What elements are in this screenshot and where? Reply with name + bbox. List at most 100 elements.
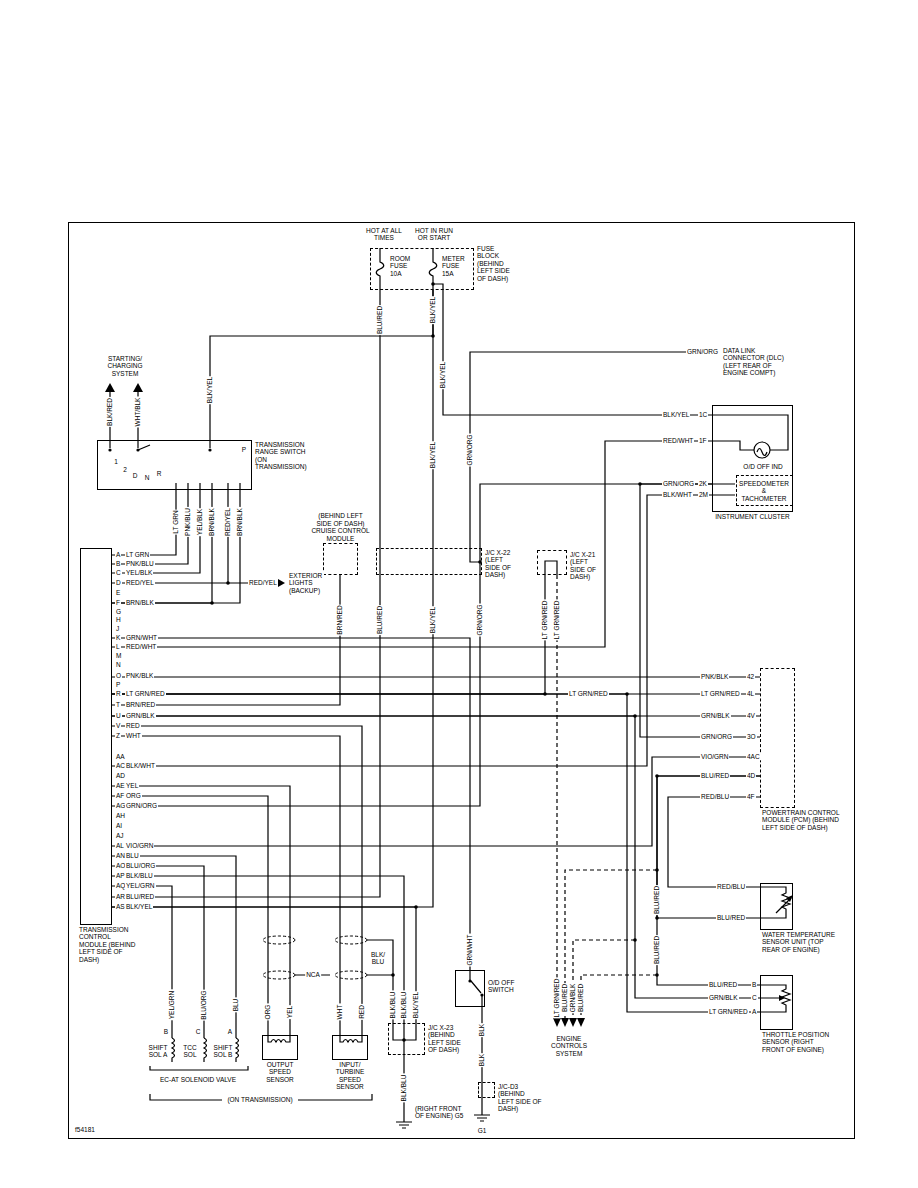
wire-label: GRN/BLK xyxy=(569,983,576,1014)
component-name: OUTPUT SPEED SENSOR xyxy=(256,1061,304,1083)
wire-label: Z xyxy=(115,732,121,739)
wire-color: GRN/ORG xyxy=(662,480,695,487)
wire-label: 1F xyxy=(698,437,708,444)
wire xyxy=(112,676,760,677)
wire-color: LT GRN xyxy=(172,509,179,534)
component-box: O/D OFF SWITCH xyxy=(455,970,485,1007)
component-box: J/C-D3 (BEHIND LEFT SIDE OF DASH) xyxy=(478,1082,495,1098)
wire xyxy=(112,575,340,705)
wire-color: BLK xyxy=(478,1023,485,1037)
wire-label: WHT/BLK xyxy=(134,397,141,428)
wire xyxy=(545,561,557,575)
component-box: OUTPUT SPEED SENSOR xyxy=(262,1035,298,1060)
page-frame xyxy=(69,223,855,1139)
component-name: J/C X-22 (LEFT SIDE OF DASH) xyxy=(484,549,520,579)
wire-label: A xyxy=(115,551,121,558)
wire-label: AL xyxy=(115,842,125,849)
wire-label: G xyxy=(115,608,122,615)
wire-label: G1 xyxy=(477,1127,488,1134)
wire-shield xyxy=(263,936,367,979)
wire xyxy=(112,441,712,647)
wire-label: BLK/WHT xyxy=(125,762,156,769)
wire-label: GRN/ORG xyxy=(686,348,719,355)
wire-label: BLK/YEL xyxy=(125,903,153,910)
wire-color: PNK/BLK xyxy=(700,673,729,680)
component-box: ROOM FUSE 10AMETER FUSE 15AFUSE BLOCK (B… xyxy=(370,248,474,290)
wire-color: BLK/YEL xyxy=(429,606,436,634)
wire-label: R xyxy=(156,470,163,477)
wire-label: 2M xyxy=(698,491,709,498)
component-name: ROOM FUSE 10A xyxy=(389,255,417,277)
wire-label: EC-AT SOLENOID VALVE xyxy=(159,1076,237,1083)
wire-label: AA xyxy=(115,753,126,760)
page-frame xyxy=(69,223,855,1139)
wire-color: RED xyxy=(358,1004,365,1020)
wire-label: A xyxy=(751,1008,757,1015)
arrowhead xyxy=(577,1018,585,1027)
wire-color: BLK/YEL xyxy=(662,411,690,418)
component-box: J/C X-21 (LEFT SIDE OF DASH) xyxy=(537,550,567,575)
wire-label: AI xyxy=(115,822,123,829)
component-name: FUSE BLOCK (BEHIND LEFT SIDE OF DASH) xyxy=(476,245,514,282)
wire xyxy=(112,726,362,1035)
wire-color: GRN/BLK xyxy=(700,712,731,719)
wire-label: BLU/ORG xyxy=(200,989,207,1020)
junction-dot xyxy=(468,979,471,982)
wire-color: PNK/BLU xyxy=(184,507,191,537)
wire-label: GRN/BLK xyxy=(125,712,156,719)
wire-label: BLU/RED xyxy=(577,983,584,1013)
wire xyxy=(172,1038,239,1062)
wire xyxy=(112,694,760,1012)
wire xyxy=(443,290,712,415)
wire-label: E xyxy=(115,589,121,596)
wire-label: 1C xyxy=(698,411,708,418)
wire-label: YEL/GRN xyxy=(168,990,175,1021)
wire xyxy=(112,490,240,603)
component-name: METER FUSE 15A xyxy=(441,255,471,277)
wire xyxy=(474,1082,490,1121)
component-name: POWERTRAIN CONTROL MODULE (PCM) (BEHIND … xyxy=(761,809,845,831)
wire-label: C xyxy=(115,569,122,576)
wire-label: H xyxy=(115,616,122,623)
wire xyxy=(112,490,212,603)
wire xyxy=(640,484,760,737)
junction-dot xyxy=(108,448,111,451)
arrowhead xyxy=(561,1018,569,1027)
wire-color: RED/BLU xyxy=(700,793,730,800)
wire-label: L xyxy=(115,643,121,650)
wire xyxy=(470,970,482,1007)
wire-label: BLU/RED xyxy=(653,885,660,915)
wire-label: A xyxy=(227,1028,233,1035)
wire-label: EXTERIOR LIGHTS (BACKUP) xyxy=(288,572,324,594)
component-name: SPEEDOMETER & TACHOMETER xyxy=(738,480,790,502)
wire-label: 4L xyxy=(746,690,755,697)
wire-color: BRN/BLK xyxy=(208,507,215,537)
component-box: TRANSMISSION RANGE SWITCH (ON TRANSMISSI… xyxy=(97,440,252,490)
wire xyxy=(112,716,760,998)
wire-color: GRN/ORG xyxy=(700,733,733,740)
component-box: WATER TEMPERATURE SENSOR UNIT (TOP REAR … xyxy=(760,883,793,930)
wire xyxy=(112,490,176,555)
wire xyxy=(112,490,200,573)
wire-label: BLK/ BLU xyxy=(367,951,389,966)
wire-label: GRN/ORG xyxy=(466,433,473,466)
wire-label: GRN/ORG xyxy=(125,802,158,809)
wire xyxy=(380,548,480,575)
wire-label: 1 xyxy=(113,458,119,465)
wire-color: LT GRN/RED xyxy=(541,600,548,641)
wire-label: BLU xyxy=(125,852,140,859)
wire-label: 4D xyxy=(746,772,756,779)
wire-label: 2 xyxy=(122,466,128,473)
arrowhead xyxy=(278,579,285,587)
component-name: TRANSMISSION CONTROL MODULE (BEHIND LEFT… xyxy=(78,926,138,963)
wire-label: P xyxy=(115,681,121,688)
wire-label: (ON TRANSMISSION) xyxy=(226,1096,293,1103)
wire-color: YEL/BLK xyxy=(196,508,203,536)
wire xyxy=(340,1035,362,1042)
wire-label: YEL/GRN xyxy=(125,882,156,889)
wire-label: ORG xyxy=(125,792,142,799)
wire-color: BLK/YEL xyxy=(429,296,436,324)
wire-color: WHT xyxy=(336,1004,343,1021)
wire-color: BLK/WHT xyxy=(662,491,693,498)
